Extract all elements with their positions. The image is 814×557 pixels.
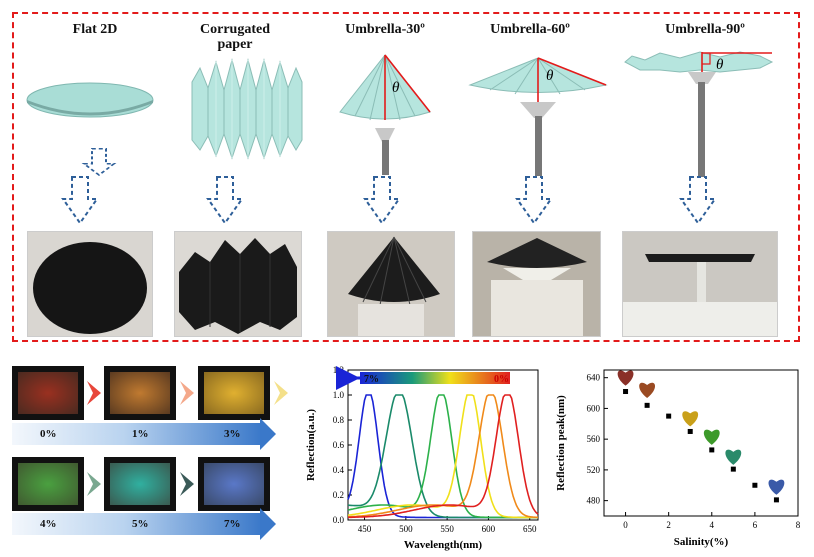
plot-area xyxy=(603,369,799,517)
pct-7: 7% xyxy=(224,518,241,530)
spectra-ylabel: Reflection(a.u.) xyxy=(305,409,317,481)
heart-color-marker-4 xyxy=(725,449,742,465)
x-tick-label: 550 xyxy=(440,524,454,534)
reflection-spectra-chart: 0.0 0.2 0.4 0.6 0.8 1.0 1.2 450 500 550 600 650 7%… xyxy=(305,365,539,551)
data-point-0 xyxy=(623,389,629,395)
heart-color-marker-1 xyxy=(639,382,656,398)
photo-corrugated-paper xyxy=(174,231,302,337)
x-tick-label: 0 xyxy=(623,520,628,530)
heart-color-marker-0 xyxy=(617,370,634,386)
y-tick-label: 0.4 xyxy=(333,465,345,475)
legend-end-label: 0% xyxy=(494,374,509,385)
y-tick-label: 1.0 xyxy=(333,390,345,400)
chevron-right-icon xyxy=(87,381,101,405)
salinity-gradient-bar-2 xyxy=(12,508,276,540)
scatter-xlabel: Salinity(%) xyxy=(674,536,729,548)
x-tick-label: 450 xyxy=(358,524,372,534)
spectrum-line-1 xyxy=(347,394,538,519)
flat-disk-illustration xyxy=(26,82,154,118)
x-tick-label: 650 xyxy=(523,524,537,534)
chevron-right-icon xyxy=(180,381,194,405)
x-tick-label: 2 xyxy=(666,520,671,530)
spectrum-line-3 xyxy=(347,394,538,519)
schematic-panel-frame xyxy=(12,12,800,342)
data-point-3 xyxy=(687,428,693,434)
down-arrow-icon xyxy=(61,176,99,225)
photo-umbrella-60 xyxy=(472,231,601,337)
heart-color-marker-2 xyxy=(682,411,699,427)
pct-0: 0% xyxy=(40,428,57,440)
y-tick-label: 480 xyxy=(587,496,601,506)
y-tick-label: 640 xyxy=(587,373,601,383)
film-photo-3pct xyxy=(198,366,270,420)
x-tick-label: 600 xyxy=(482,524,496,534)
theta-30: θ xyxy=(392,80,400,96)
salinity-peak-chart: 480 520 560 600 640 0 2 4 6 8 Salinity(%) Reflec… xyxy=(555,369,801,548)
y-tick-label: 560 xyxy=(587,434,601,444)
data-point-7 xyxy=(773,497,779,503)
film-photo-0pct xyxy=(12,366,84,420)
heart-color-marker-3 xyxy=(703,429,720,445)
spectra-xlabel: Wavelength(nm) xyxy=(404,539,483,551)
down-arrow-icon xyxy=(679,176,717,225)
theta-60: θ xyxy=(546,68,554,84)
y-tick-label: 0.6 xyxy=(333,440,345,450)
umbrella-30-illustration: θ xyxy=(339,54,431,175)
x-tick-label: 8 xyxy=(796,520,801,530)
x-tick-label: 500 xyxy=(399,524,413,534)
photo-umbrella-90 xyxy=(622,231,778,337)
label-corrugated-paper: Corrugated paper xyxy=(200,22,270,52)
data-point-2 xyxy=(666,413,672,419)
salinity-gradient-bar-1 xyxy=(12,418,276,450)
down-arrow-icon xyxy=(515,176,553,225)
scatter-ylabel: Reflection peak(nm) xyxy=(555,395,567,491)
corrugated-paper-illustration xyxy=(191,58,303,160)
data-point-1 xyxy=(644,402,650,408)
y-tick-label: 0.8 xyxy=(333,415,345,425)
film-photo-5pct xyxy=(104,457,176,511)
schematics-svg: θ θ θ xyxy=(26,51,774,177)
label-umbrella-60: Umbrella-60º xyxy=(490,22,570,37)
pct-5: 5% xyxy=(132,518,149,530)
chevron-right-icon xyxy=(180,472,194,496)
label-umbrella-90: Umbrella-90º xyxy=(665,22,745,37)
umbrella-90-illustration: θ xyxy=(624,51,774,177)
spectrum-line-4 xyxy=(348,394,538,519)
umbrella-60-illustration: θ xyxy=(468,57,608,176)
pct-3: 3% xyxy=(224,428,241,440)
chevron-right-icon xyxy=(87,472,101,496)
spectrum-line-5 xyxy=(348,394,539,519)
y-tick-label: 0.2 xyxy=(333,490,344,500)
chevron-right-icon xyxy=(274,381,288,405)
pct-1: 1% xyxy=(132,428,149,440)
data-point-5 xyxy=(730,466,736,472)
salinity-legend-bar xyxy=(360,372,510,384)
theta-90: θ xyxy=(716,57,724,73)
film-photo-7pct xyxy=(198,457,270,511)
y-tick-label: 600 xyxy=(587,403,601,413)
y-tick-label: 520 xyxy=(587,465,601,475)
spectrum-line-0 xyxy=(347,394,538,519)
data-point-4 xyxy=(709,447,715,453)
legend-start-label: 7% xyxy=(364,374,379,385)
label-umbrella-30: Umbrella-30º xyxy=(345,22,425,37)
down-arrow-icon xyxy=(363,176,401,225)
heart-color-marker-5 xyxy=(768,479,785,495)
plot-area xyxy=(347,369,539,521)
film-photo-4pct xyxy=(12,457,84,511)
label-flat-2d: Flat 2D xyxy=(72,22,118,37)
data-point-6 xyxy=(752,482,758,488)
y-tick-label: 0.0 xyxy=(333,515,345,525)
down-arrows xyxy=(81,148,117,177)
pct-4: 4% xyxy=(40,518,57,530)
photo-umbrella-30 xyxy=(327,231,455,337)
photo-flat-2d xyxy=(27,231,153,337)
x-tick-label: 6 xyxy=(753,520,758,530)
film-photo-1pct xyxy=(104,366,176,420)
down-arrow-icon xyxy=(206,176,244,225)
spectrum-line-2 xyxy=(347,394,538,519)
x-tick-label: 4 xyxy=(710,520,715,530)
y-tick-label: 1.2 xyxy=(333,365,344,375)
